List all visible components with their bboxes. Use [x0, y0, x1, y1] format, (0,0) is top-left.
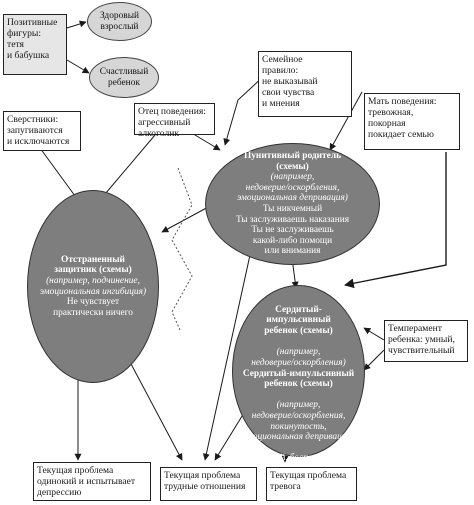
arrow-temperament-to-child [363, 327, 385, 341]
arrow-mother-to-angry-child [344, 152, 447, 289]
problem-relations-box: Текущая проблема трудные отношения [160, 467, 257, 501]
arrow-figures-to-healthy-adult [66, 20, 87, 29]
punitive-parent-messages: Ты никчемный Ты заслуживаешь наказания Т… [235, 204, 350, 257]
arrow-parent-to-relations [202, 254, 251, 461]
dotted-boundary [171, 167, 193, 331]
detached-protector-message: Не чувствует практически ничего [53, 297, 133, 318]
detached-protector-title: Отстраненный защитник (схемы) [54, 254, 132, 276]
punitive-parent-examples: (например, недоверие/оскорбления, эмоцио… [237, 172, 348, 204]
arrow-figures-to-happy-child [66, 59, 90, 74]
angry-child-title: Сердитый- импульсивный ребенок (схемы) [264, 304, 333, 336]
arrow-protector-to-relations [129, 361, 183, 461]
arrow-rule-to-punitive-parent [223, 74, 266, 146]
mother-box: Мать поведения: тревожная, покорная поки… [364, 93, 460, 150]
family-rule-box: Семейное правило: не выказывай свои чувс… [258, 51, 352, 117]
temperament-box: Темперамент ребенка: умный, чувствительн… [384, 320, 468, 362]
punitive-parent-node: Пунитивный родитель (схемы) (например, н… [205, 143, 380, 265]
happy-child-node: Счастливый ребенок [89, 57, 159, 98]
punitive-parent-title: Пунитивный родитель (схемы) [243, 151, 342, 172]
vulnerable-child-title: Сердитый-импульсивный ребенок (схемы) [242, 368, 355, 390]
arrow-mother-to-punitive-parent [329, 91, 363, 151]
peers-box: Сверстники: запугиваются и исключаются [3, 111, 81, 151]
arrow-temperament-to-child-lower [363, 349, 385, 371]
angry-child-examples: (например, недоверие/оскорбления) [251, 346, 346, 368]
angry-child-section: Сердитый- импульсивный ребенок (схемы) (… [233, 294, 364, 379]
positive-figures-box: Позитивные фигуры: тетя и бабушка [3, 14, 67, 75]
arrow-father-to-punitive-parent [189, 131, 221, 151]
healthy-adult-node: Здоровый взрослый [87, 2, 152, 41]
father-box: Отец поведения: агрессивный алкоголик [134, 103, 215, 139]
arrow-peers-to-detached-protector [39, 147, 79, 201]
detached-protector-node: Отстраненный защитник (схемы) (например,… [27, 190, 159, 383]
arrow-father-to-detached-protector [99, 134, 156, 201]
child-modes-node: Сердитый- импульсивный ребенок (схемы) (… [232, 285, 365, 485]
problem-lonely-box: Текущая проблема одинокий и испытывает д… [33, 462, 151, 501]
problem-anxiety-box: Текущая проблема тревога [266, 467, 357, 501]
detached-protector-examples: (например, подчинение, эмоциональная инг… [39, 275, 147, 297]
arrow-parent-to-detached-protector [161, 204, 213, 233]
vulnerable-child-examples: (например, недоверие/оскорбления, покину… [243, 400, 354, 443]
